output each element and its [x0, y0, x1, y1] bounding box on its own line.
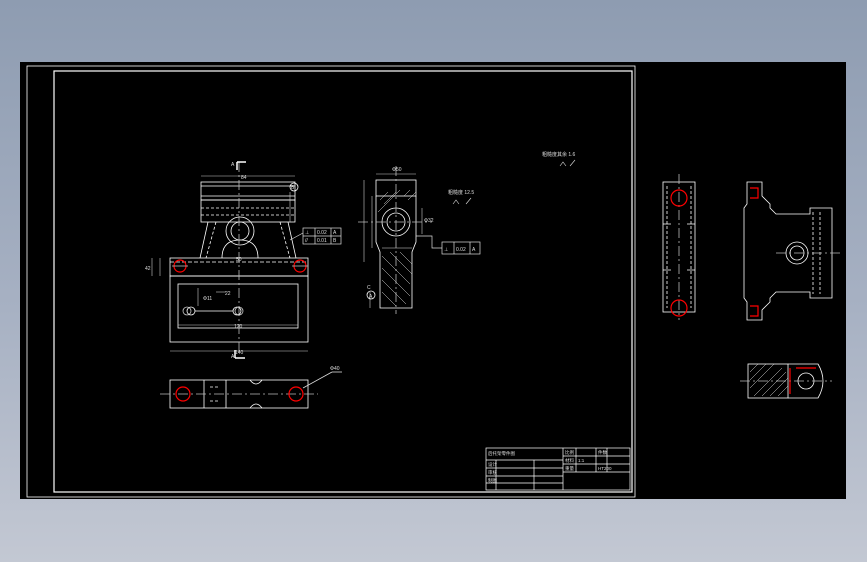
frame2-ref: B: [333, 238, 337, 244]
front-view: [151, 161, 342, 359]
tb-cell-ratio: 1:1: [578, 458, 585, 463]
datum-a-side: A: [369, 294, 373, 300]
section-label-b: A: [231, 354, 235, 360]
section-label-a: A: [231, 162, 235, 168]
top-view: [160, 371, 342, 409]
dim-top-width: 84: [241, 175, 247, 181]
dim-slot: Φ11: [203, 296, 212, 302]
dim-inner: 50: [236, 257, 242, 263]
inner-sheet-border: [53, 70, 633, 493]
datum-c: C: [367, 285, 371, 291]
drawing-canvas: A A 84 140 120 42 50 B Φ11 22 ⊥ 0.02 A /…: [26, 65, 842, 498]
cad-viewport[interactable]: A A 84 140 120 42 50 B Φ11 22 ⊥ 0.02 A /…: [20, 62, 846, 499]
tb-cell-count: 件数: [598, 449, 607, 456]
datum-b-front: B: [291, 185, 295, 191]
dim-base-width: 140: [235, 350, 244, 356]
right-front-view: [743, 181, 842, 321]
frame1-value: 0.02: [317, 230, 327, 236]
roughness-note-mid: 粗糙度 12.5: [448, 189, 474, 196]
frame1-ref: A: [333, 230, 337, 236]
tb-cell-weight: 重量: [565, 465, 574, 472]
dim-vert: Φ32: [424, 218, 434, 224]
tb-cell-design: 设计: [488, 461, 497, 468]
tb-cell-review: 审核: [488, 469, 497, 476]
frame3-ref: A: [472, 247, 476, 253]
tb-cell-draw: 制图: [488, 477, 497, 484]
dim-hole-top: Φ40: [330, 366, 340, 372]
dim-mid-width: Φ50: [392, 167, 402, 173]
outer-sheet-border: [26, 65, 636, 498]
dim-center: 22: [225, 291, 231, 297]
frame2-symbol: //: [305, 238, 308, 244]
frame2-value: 0.01: [317, 238, 327, 244]
title-block: [485, 447, 631, 491]
dim-bottom-width: 120: [234, 324, 243, 330]
side-section-view: [358, 166, 481, 314]
right-side-view: [662, 174, 696, 320]
tb-cell-scale: 比例: [565, 449, 574, 456]
dim-side-height: 42: [145, 266, 151, 272]
frame1-symbol: ⊥: [305, 230, 309, 236]
title-part-name: 后托架零件图: [488, 450, 515, 457]
tb-cell-mat-value: HT200: [598, 466, 612, 471]
roughness-note-top: 粗糙度其余 1.6: [542, 151, 576, 158]
tb-cell-material: 材料: [565, 457, 574, 464]
frame3-value: 0.02: [456, 247, 466, 253]
right-bottom-section: [740, 363, 832, 399]
frame3-symbol: ⊥: [444, 247, 448, 253]
